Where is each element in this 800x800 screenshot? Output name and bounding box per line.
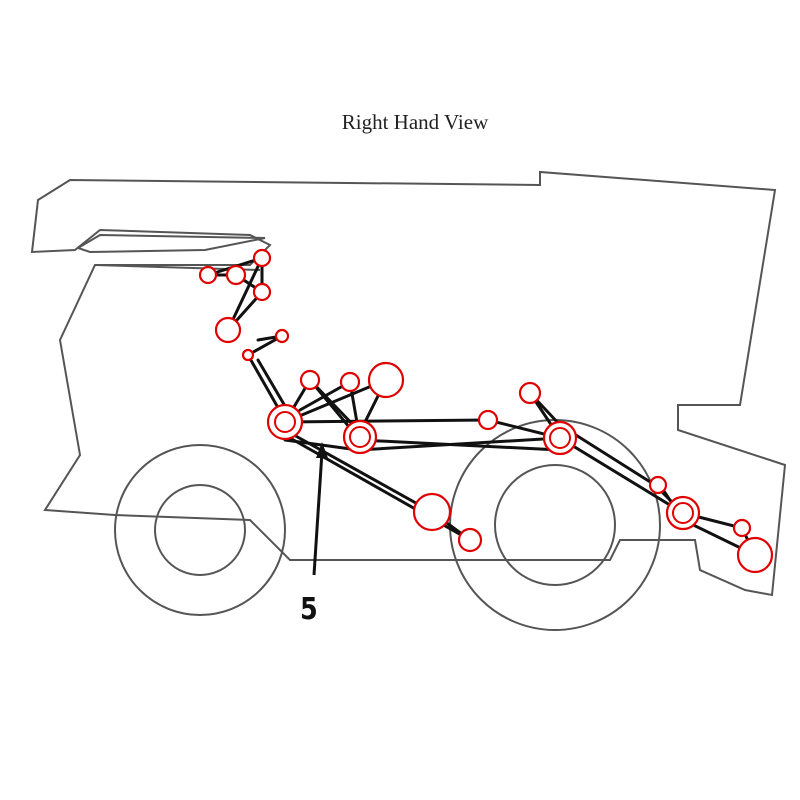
belt-center-to-rear — [358, 423, 562, 452]
pulley — [342, 419, 378, 455]
pulley — [518, 381, 542, 405]
diagram-title: Right Hand View — [341, 110, 489, 134]
callout-arrow-line — [312, 451, 324, 576]
pulley-hub — [549, 427, 571, 449]
belt-main-horizontal — [283, 418, 561, 452]
main-drive-pulley — [266, 403, 304, 441]
pulley — [648, 475, 668, 495]
callout-arrow — [312, 442, 328, 576]
pulley — [274, 328, 290, 344]
pulley — [665, 495, 701, 531]
pulley — [412, 492, 452, 532]
pulley — [241, 348, 255, 362]
belt-cross — [298, 378, 363, 446]
pulley-hub — [274, 411, 296, 433]
pulley — [299, 369, 321, 391]
pulley — [339, 371, 361, 393]
pulley-hub — [672, 502, 694, 524]
pulley — [198, 265, 218, 285]
callout-arrowhead — [316, 442, 328, 458]
rear-drive-pulley — [542, 420, 578, 456]
pulley — [732, 518, 752, 538]
rear-rim — [494, 464, 616, 586]
front-rim — [154, 484, 246, 576]
front-wheel — [114, 444, 286, 616]
pulley — [214, 316, 242, 344]
pulley — [367, 361, 405, 399]
pulley — [252, 248, 272, 268]
pulley — [477, 409, 499, 431]
combine-outline — [30, 170, 787, 597]
pulleys — [198, 248, 774, 574]
belt-main-lower — [283, 428, 471, 542]
pulley — [457, 527, 483, 553]
pulley-hub — [349, 426, 371, 448]
pulley — [225, 264, 247, 286]
front-tire — [114, 444, 286, 616]
body-outline — [30, 170, 787, 597]
pulley — [736, 536, 774, 574]
pulley — [252, 282, 272, 302]
callout-label: 5 — [300, 592, 318, 627]
cab-window — [75, 233, 266, 254]
